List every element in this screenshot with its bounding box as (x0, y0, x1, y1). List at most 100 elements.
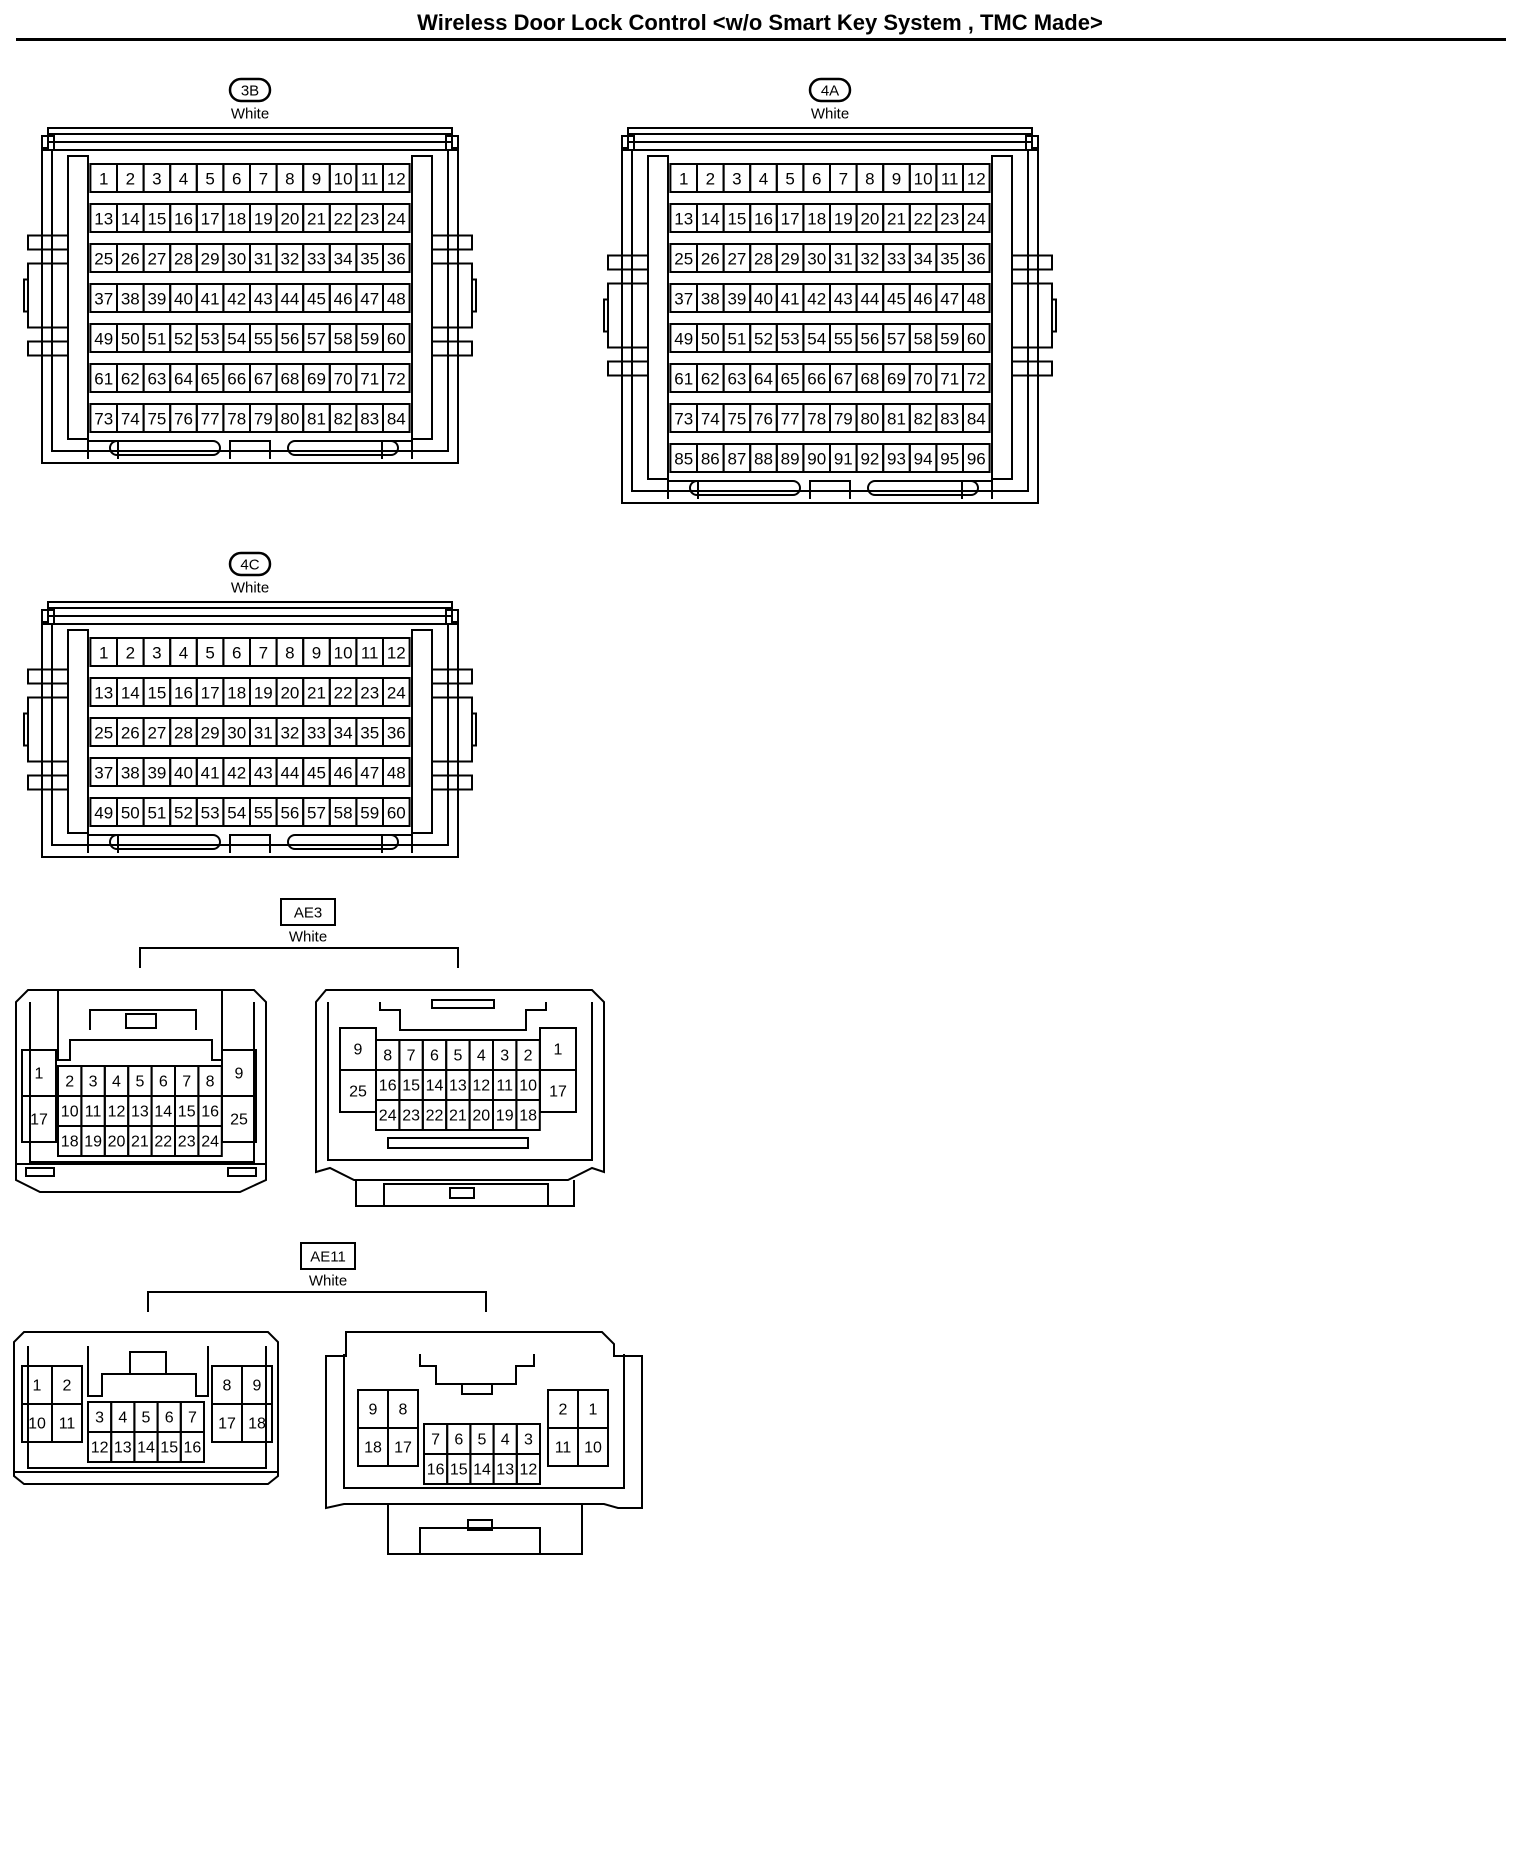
pin-number: 41 (781, 290, 800, 309)
pin-number: 13 (496, 1462, 514, 1479)
pin-number: 78 (227, 410, 246, 429)
pin-number: 94 (914, 450, 933, 469)
pin-number: 74 (701, 410, 720, 429)
side-wall (991, 155, 1013, 480)
pin-number: 24 (967, 210, 986, 229)
pin-number: 9 (312, 170, 321, 189)
pin-number: 15 (147, 210, 166, 229)
housing-outline (621, 134, 1039, 504)
pin-number: 56 (280, 804, 299, 823)
pin-number: 1 (99, 644, 108, 663)
pin-number: 51 (727, 330, 746, 349)
side-wall (411, 629, 433, 834)
pin-number: 9 (235, 1066, 244, 1083)
pin-number: 11 (59, 1416, 76, 1433)
pin-number: 45 (307, 290, 326, 309)
side-wall (67, 155, 89, 440)
pin-number: 10 (584, 1440, 602, 1457)
pin-number: 4 (112, 1074, 121, 1091)
pin-number: 44 (280, 764, 299, 783)
pin-number: 54 (807, 330, 826, 349)
pin-number: 23 (360, 210, 379, 229)
side-latch-tab (471, 278, 477, 313)
pin-number: 67 (834, 370, 853, 389)
pin-number: 5 (453, 1048, 462, 1065)
pin-number: 27 (147, 724, 166, 743)
pin-number: 22 (914, 210, 933, 229)
pin-number: 21 (307, 684, 326, 703)
pin-number: 66 (807, 370, 826, 389)
pin-number: 4 (477, 1048, 486, 1065)
latch-tab (129, 1351, 167, 1375)
pin-number: 35 (360, 724, 379, 743)
pin-number: 25 (94, 724, 113, 743)
pin-number: 24 (387, 684, 406, 703)
pin-number: 8 (223, 1378, 232, 1395)
pin-number: 58 (334, 330, 353, 349)
pin-cell (515, 1099, 541, 1131)
pin-number: 36 (387, 250, 406, 269)
pin-number: 30 (227, 724, 246, 743)
pin-number: 65 (201, 370, 220, 389)
pin-number: 63 (727, 370, 746, 389)
connector-code: AE3 (294, 905, 322, 922)
pin-cell (382, 203, 411, 233)
pin-number: 12 (520, 1462, 538, 1479)
pin-number: 2 (63, 1378, 72, 1395)
pin-number: 44 (280, 290, 299, 309)
pin-number: 65 (781, 370, 800, 389)
pin-number: 21 (887, 210, 906, 229)
pin-number: 29 (201, 250, 220, 269)
pin-cell (51, 1403, 83, 1443)
connector-code: 3B (241, 83, 259, 100)
pin-number: 15 (147, 684, 166, 703)
pin-number: 50 (121, 804, 140, 823)
side-latch (1011, 360, 1053, 377)
pin-number: 6 (430, 1048, 439, 1065)
pin-number: 21 (449, 1108, 467, 1125)
pin-number: 23 (940, 210, 959, 229)
housing-outline (15, 989, 267, 1193)
side-latch-body (27, 696, 69, 763)
pin-number: 19 (496, 1108, 514, 1125)
pin-number: 62 (121, 370, 140, 389)
pin-number: 10 (334, 644, 353, 663)
pin-number: 14 (426, 1078, 444, 1095)
pin-number: 6 (454, 1432, 463, 1449)
pin-number: 6 (159, 1074, 168, 1091)
side-latch (607, 360, 649, 377)
pin-number: 15 (160, 1440, 178, 1457)
pin-number: 3 (524, 1432, 533, 1449)
pin-number: 14 (154, 1104, 172, 1121)
pin-number: 11 (361, 644, 379, 663)
pin-number: 4 (118, 1410, 127, 1427)
connector-code-badge (228, 77, 272, 103)
lock-slot (109, 440, 221, 456)
pin-number: 37 (94, 290, 113, 309)
pin-number: 10 (61, 1104, 79, 1121)
pin-number: 51 (147, 804, 166, 823)
pin-number: 40 (174, 290, 193, 309)
pin-number: 39 (147, 290, 166, 309)
bottom-notch (667, 480, 699, 499)
pin-number: 31 (834, 250, 853, 269)
pin-number: 47 (360, 764, 379, 783)
pin-number: 20 (472, 1108, 490, 1125)
pin-cell (387, 1427, 419, 1467)
pin-number: 14 (473, 1462, 491, 1479)
pin-number: 20 (280, 684, 299, 703)
pin-number: 10 (519, 1078, 537, 1095)
connector-color: White (309, 1273, 347, 1290)
pin-number: 5 (205, 170, 214, 189)
pin-number: 14 (121, 210, 140, 229)
pin-number: 66 (227, 370, 246, 389)
housing-inner (51, 149, 449, 452)
pin-cell (962, 243, 991, 273)
pin-cell (962, 443, 991, 473)
pin-cell (241, 1403, 273, 1443)
pin-number: 9 (312, 644, 321, 663)
pin-number: 2 (126, 644, 135, 663)
pin-number: 42 (227, 764, 246, 783)
connector-pair-bracket (139, 947, 459, 968)
